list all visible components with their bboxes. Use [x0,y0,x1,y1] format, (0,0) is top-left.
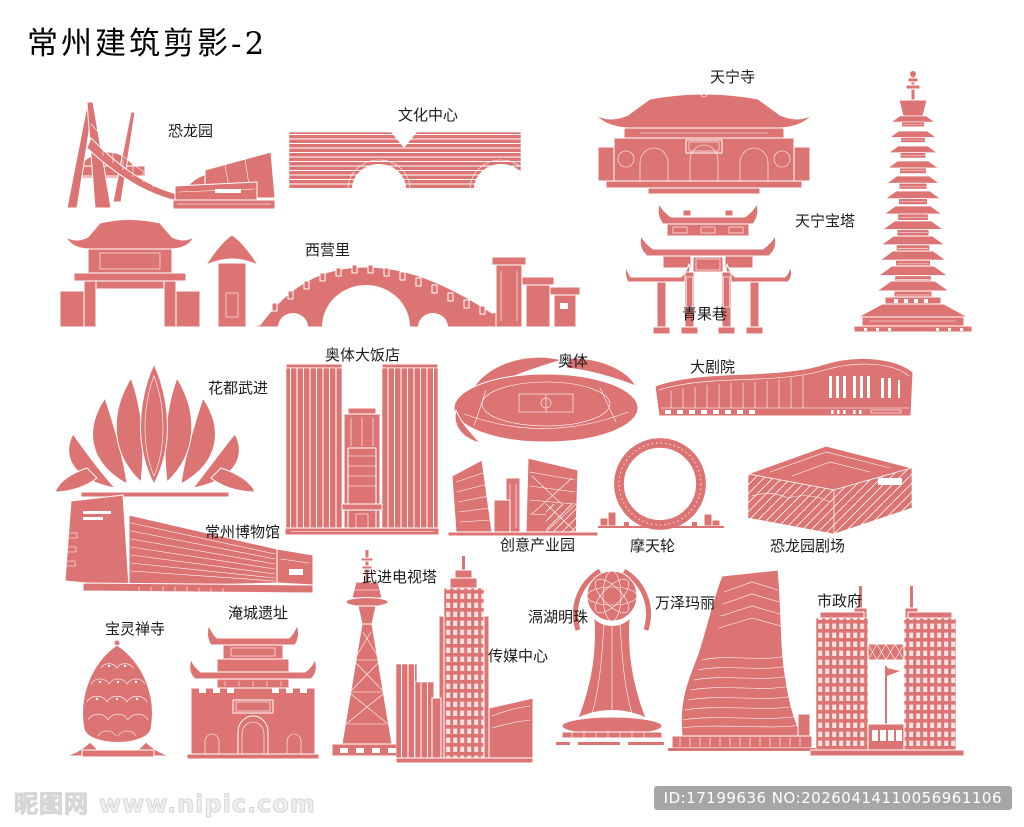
ferris-wheel-illustration [596,436,726,536]
qingguo-lane-label: 青果巷 [682,305,728,323]
media-center-label: 传媒中心 [488,647,549,665]
yancheng-ruins-label: 淹城遗址 [228,604,289,622]
dino-park-theatre-label: 恐龙园剧场 [770,537,846,555]
dinosaur-park-label: 恐龙园 [168,122,214,140]
wujin-tv-tower-illustration [328,550,408,762]
xiyingli-label: 西营里 [305,241,351,259]
grand-theatre-illustration [653,350,917,427]
wanze-mali-label: 万泽玛丽 [655,594,716,612]
wanze-mali-illustration [668,568,816,765]
gehu-pearl-label: 滆湖明珠 [528,608,589,626]
huadu-wujin-label: 花都武进 [208,379,269,397]
xiyingli-illustration [60,211,584,335]
culture-center-illustration [288,126,522,196]
tianning-pagoda-illustration [850,70,978,342]
dino-park-theatre-illustration [730,440,920,537]
page-title: 常州建筑剪影-2 [27,26,268,62]
culture-center-label: 文化中心 [398,106,459,124]
changzhou-museum-illustration [43,493,315,603]
yancheng-ruins-illustration [183,620,325,760]
city-government-illustration [810,586,964,763]
tianning-temple-illustration [590,83,820,197]
site-url: www.nipic.com [99,790,316,819]
city-government-label: 市政府 [817,592,863,610]
site-name: 昵图网 [14,790,89,819]
image-id-badge: ID:17199636 NO:20260414110056961106 [653,786,1012,810]
changzhou-museum-label: 常州博物馆 [205,523,281,541]
gehu-pearl-illustration [556,566,668,760]
grand-theatre-label: 大剧院 [690,358,736,376]
ferris-wheel-label: 摩天轮 [630,537,676,555]
site-watermark: 昵图网 www.nipic.com [14,784,326,819]
tianning-pagoda-label: 天宁宝塔 [795,212,856,230]
tianning-temple-label: 天宁寺 [710,68,756,86]
media-center-illustration [396,556,533,763]
huadu-wujin-illustration [53,356,257,504]
wujin-tv-tower-label: 武进电视塔 [362,568,438,586]
aoti-stadium-illustration [450,350,642,447]
qingguo-lane-illustration [623,201,795,335]
creative-park-illustration [448,448,603,540]
dinosaur-park-illustration [55,90,280,212]
baoling-temple-label: 宝灵禅寺 [105,620,166,638]
baoling-temple-illustration [60,636,177,760]
aoti-hotel-illustration [285,356,439,538]
aoti-hotel-label: 奥体大饭店 [325,346,401,364]
aoti-stadium-label: 奥体 [558,352,589,370]
creative-park-label: 创意产业园 [500,536,576,554]
